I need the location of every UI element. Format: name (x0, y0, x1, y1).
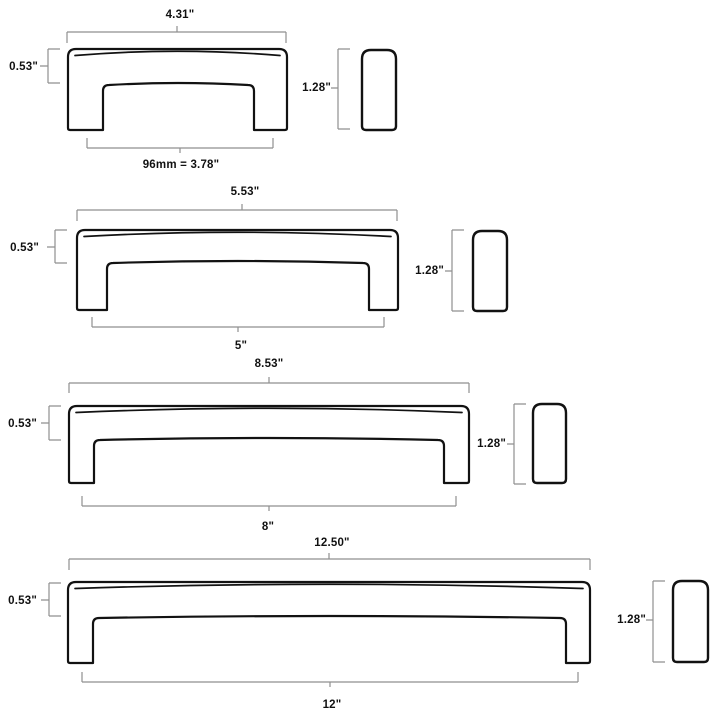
row2-bar-height-label: 0.53" (10, 242, 39, 254)
row4-pull-front-view (66, 580, 592, 665)
row3-center-to-center-label: 8" (261, 521, 275, 533)
row3-pull-side-view (531, 402, 568, 485)
row2-pull-front-view (75, 228, 400, 312)
row1-pull-front-view (66, 47, 289, 132)
row4-overall-width-bracket (68, 553, 591, 570)
row4-pull-face-curve (74, 583, 584, 590)
row3-pull-face-curve (75, 407, 463, 414)
row3-overall-width-bracket (68, 377, 470, 393)
row2-center-to-center-bracket (91, 317, 385, 332)
row4-side-height-label: 1.28" (617, 614, 646, 626)
row3-side-height-bracket (507, 403, 526, 485)
row2-pull-face-curve (83, 231, 392, 238)
pull-row-96mm (40, 26, 398, 153)
row1-bar-height-label: 0.53" (9, 61, 38, 73)
row3-bar-height-bracket (41, 405, 61, 441)
row1-bar-height-bracket (40, 48, 60, 84)
row2-overall-width-bracket (76, 204, 398, 221)
row1-pull-face-curve (74, 50, 281, 57)
row4-center-to-center-bracket (81, 672, 579, 687)
row4-bar-height-bracket (41, 582, 61, 617)
row2-side-height-label: 1.28" (415, 265, 444, 277)
row4-center-to-center-label: 12" (322, 699, 342, 711)
row1-center-to-center-bracket (86, 138, 274, 153)
row1-overall-width-bracket (66, 26, 287, 43)
row1-side-height-label: 1.28" (302, 82, 331, 94)
row2-side-height-bracket (445, 229, 464, 312)
row2-bar-height-bracket (47, 229, 67, 264)
row1-side-height-bracket (331, 48, 350, 130)
row3-center-to-center-bracket (81, 496, 457, 511)
pull-row-5in (47, 204, 509, 332)
pull-row-12in (41, 553, 710, 687)
row1-overall-width-label: 4.31" (165, 9, 195, 21)
row4-bar-height-label: 0.53" (8, 595, 37, 607)
row4-side-height-bracket (646, 580, 665, 663)
row2-center-to-center-label: 5" (234, 340, 248, 352)
row4-overall-width-label: 12.50" (314, 537, 350, 549)
row3-side-height-label: 1.28" (477, 438, 506, 450)
row3-pull-front-view (67, 404, 471, 485)
row2-pull-side-view (471, 229, 509, 313)
row4-pull-side-view (671, 579, 710, 664)
row1-center-to-center-label: 96mm = 3.78" (142, 159, 220, 171)
row3-bar-height-label: 0.53" (8, 418, 37, 430)
pull-row-8in (41, 377, 568, 511)
row2-overall-width-label: 5.53" (230, 186, 260, 198)
row1-pull-side-view (360, 48, 398, 132)
row3-overall-width-label: 8.53" (254, 358, 284, 370)
